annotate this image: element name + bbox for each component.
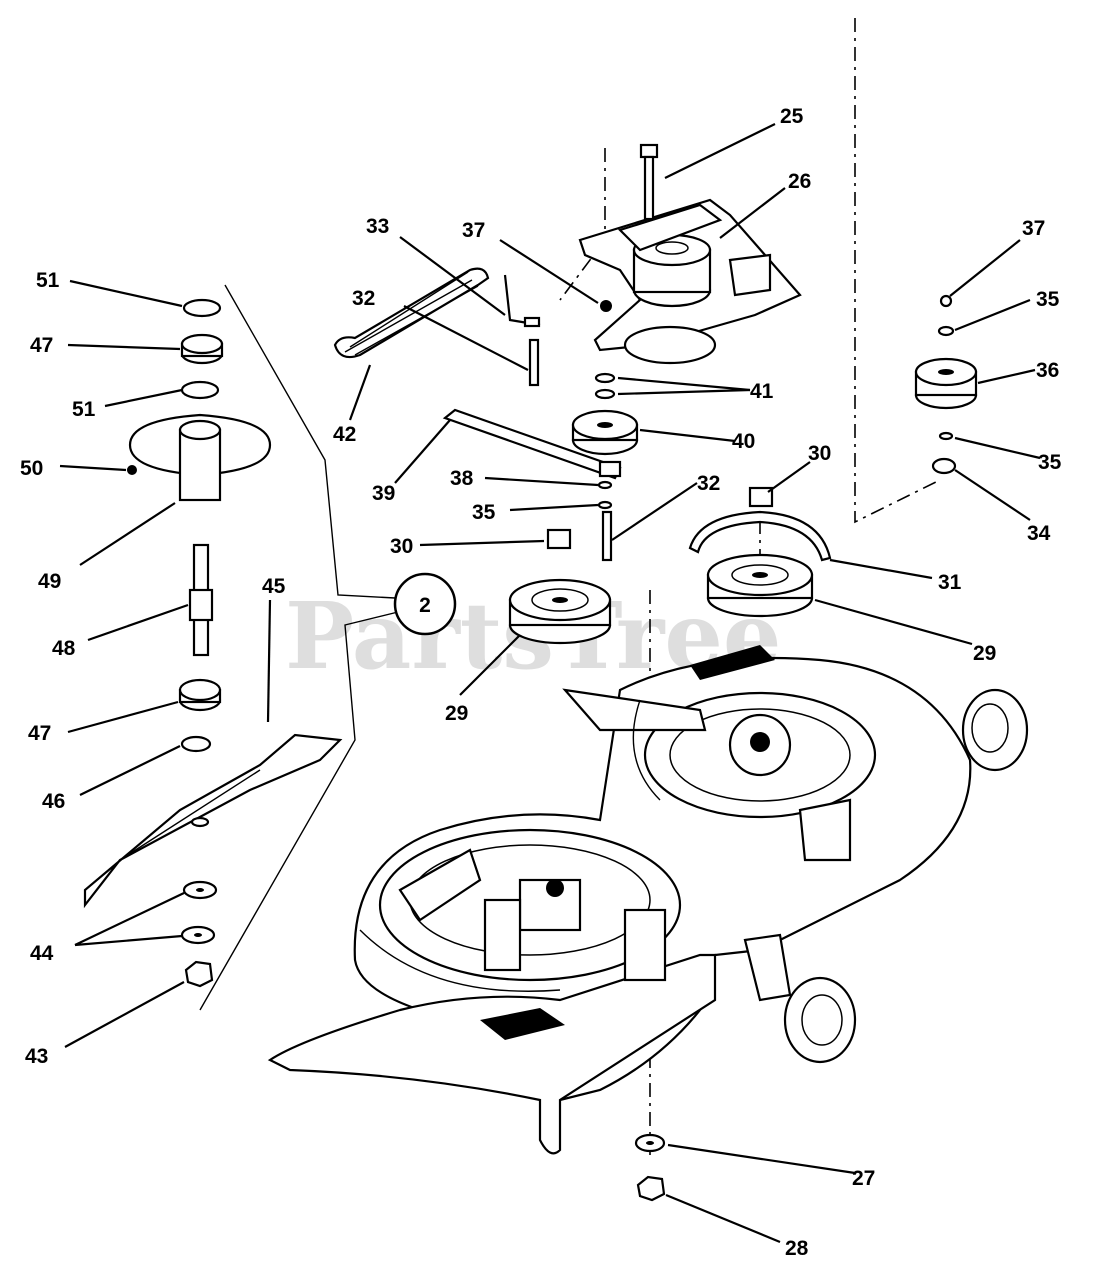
callout-44: 44 bbox=[30, 942, 54, 965]
callout-35-center: 35 bbox=[472, 501, 496, 524]
callout-25: 25 bbox=[780, 105, 804, 128]
reference-circle-label: 2 bbox=[419, 594, 431, 617]
callout-51-upper: 51 bbox=[36, 269, 60, 292]
callout-29-right: 29 bbox=[973, 642, 996, 665]
callout-39: 39 bbox=[372, 482, 395, 505]
washers-44 bbox=[180, 880, 218, 945]
leader-lines bbox=[59, 123, 1041, 1244]
blade-assembly-boundary bbox=[199, 284, 399, 1011]
belt-guide-31 bbox=[688, 510, 832, 562]
callout-50: 50 bbox=[20, 457, 43, 480]
callout-35-right-lower: 35 bbox=[1038, 451, 1062, 474]
idler-pulley-40 bbox=[571, 409, 639, 456]
spindle-pulley-29-left bbox=[508, 528, 612, 645]
callout-28: 28 bbox=[785, 1237, 809, 1260]
callout-30-right: 30 bbox=[808, 442, 831, 465]
callout-43: 43 bbox=[25, 1045, 48, 1068]
callout-47-upper: 47 bbox=[30, 334, 53, 357]
mower-deck-housing bbox=[267, 645, 1029, 1155]
spindle-pulley-29-right bbox=[706, 486, 814, 618]
spring-42 bbox=[333, 267, 490, 359]
callout-45: 45 bbox=[262, 575, 286, 598]
callout-47-lower: 47 bbox=[28, 722, 51, 745]
callout-37-center: 37 bbox=[462, 219, 485, 242]
nut-43 bbox=[184, 960, 214, 988]
idler-arm-39 bbox=[442, 408, 622, 480]
callout-38: 38 bbox=[450, 467, 474, 490]
callout-32-upper: 32 bbox=[352, 287, 375, 310]
callout-34: 34 bbox=[1027, 522, 1051, 545]
callout-36: 36 bbox=[1036, 359, 1059, 382]
callout-32-lower: 32 bbox=[697, 472, 720, 495]
blade-45 bbox=[83, 733, 343, 909]
callout-37-right: 37 bbox=[1022, 217, 1045, 240]
bolt-25 bbox=[639, 143, 659, 221]
callout-33: 33 bbox=[366, 215, 389, 238]
callout-40: 40 bbox=[732, 430, 755, 453]
reference-circle: 2 bbox=[393, 572, 457, 636]
washer-27 bbox=[634, 1133, 666, 1153]
callout-46: 46 bbox=[42, 790, 65, 813]
bolt-32-upper bbox=[528, 338, 540, 387]
washers-41 bbox=[594, 372, 616, 400]
callout-labels: 25 26 27 28 29 29 30 30 31 32 32 33 34 3… bbox=[20, 105, 1062, 1260]
idler-bracket-assembly bbox=[578, 198, 802, 365]
nut-28 bbox=[636, 1175, 666, 1202]
rod-33 bbox=[503, 274, 541, 328]
callout-41: 41 bbox=[750, 380, 774, 403]
callout-48: 48 bbox=[52, 637, 76, 660]
callout-26: 26 bbox=[788, 170, 811, 193]
callout-30-left: 30 bbox=[390, 535, 413, 558]
callout-29-left: 29 bbox=[445, 702, 468, 725]
callout-35-right-upper: 35 bbox=[1036, 288, 1060, 311]
spindle-assembly bbox=[127, 298, 272, 753]
small-hardware bbox=[597, 480, 613, 562]
callout-51-lower: 51 bbox=[72, 398, 96, 421]
callout-42: 42 bbox=[333, 423, 356, 446]
callout-49: 49 bbox=[38, 570, 61, 593]
callout-31: 31 bbox=[938, 571, 962, 594]
idler-stack-right bbox=[914, 294, 978, 475]
callout-27: 27 bbox=[852, 1167, 875, 1190]
